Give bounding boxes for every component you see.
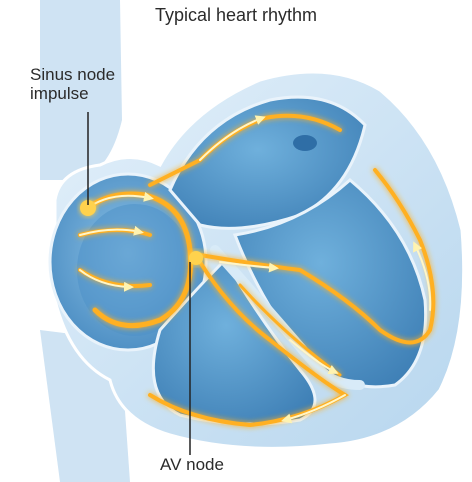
sinus-node-label-line1: Sinus node bbox=[30, 66, 115, 85]
sinus-node-label: Sinus node impulse bbox=[30, 66, 115, 103]
av-node bbox=[189, 251, 203, 265]
av-node-label: AV node bbox=[160, 456, 224, 475]
diagram-title: Typical heart rhythm bbox=[0, 6, 472, 26]
sinus-node-label-line2: impulse bbox=[30, 85, 115, 104]
pulmonary-opening bbox=[293, 135, 317, 151]
